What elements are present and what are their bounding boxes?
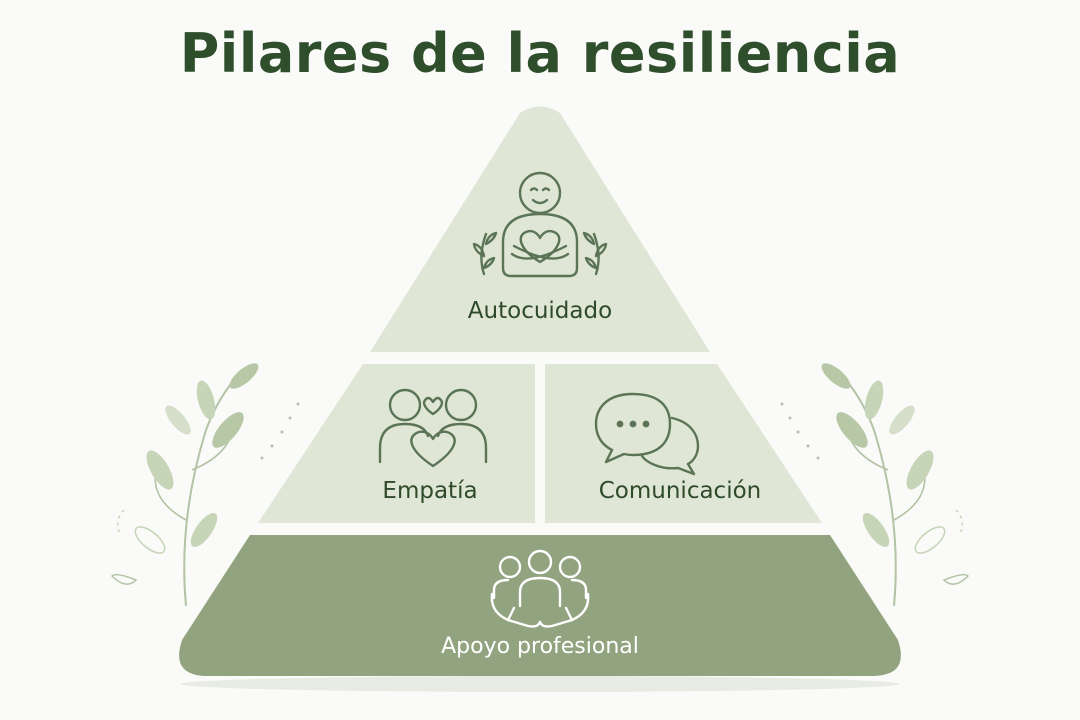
two-people-heart-icon (378, 388, 488, 468)
pyramid-shadow (180, 676, 900, 692)
left-leaf-decoration (110, 363, 300, 607)
page-title: Pilares de la resiliencia (179, 22, 901, 85)
pillar-label-comunicacion: Comunicación (598, 478, 762, 504)
tier-top (370, 106, 710, 352)
tier-middle-left (258, 364, 535, 523)
supportive-hands-group-icon (490, 549, 590, 628)
right-leaf-decoration (780, 363, 970, 607)
pillar-label-autocuidado: Autocuidado (467, 298, 613, 324)
pillar-label-empatia: Empatía (382, 478, 478, 504)
self-hug-icon (472, 171, 608, 278)
pillar-label-apoyo-profesional: Apoyo profesional (441, 634, 639, 659)
speech-bubbles-icon (594, 392, 700, 476)
tier-middle-right (545, 364, 822, 523)
tier-base (179, 535, 901, 676)
